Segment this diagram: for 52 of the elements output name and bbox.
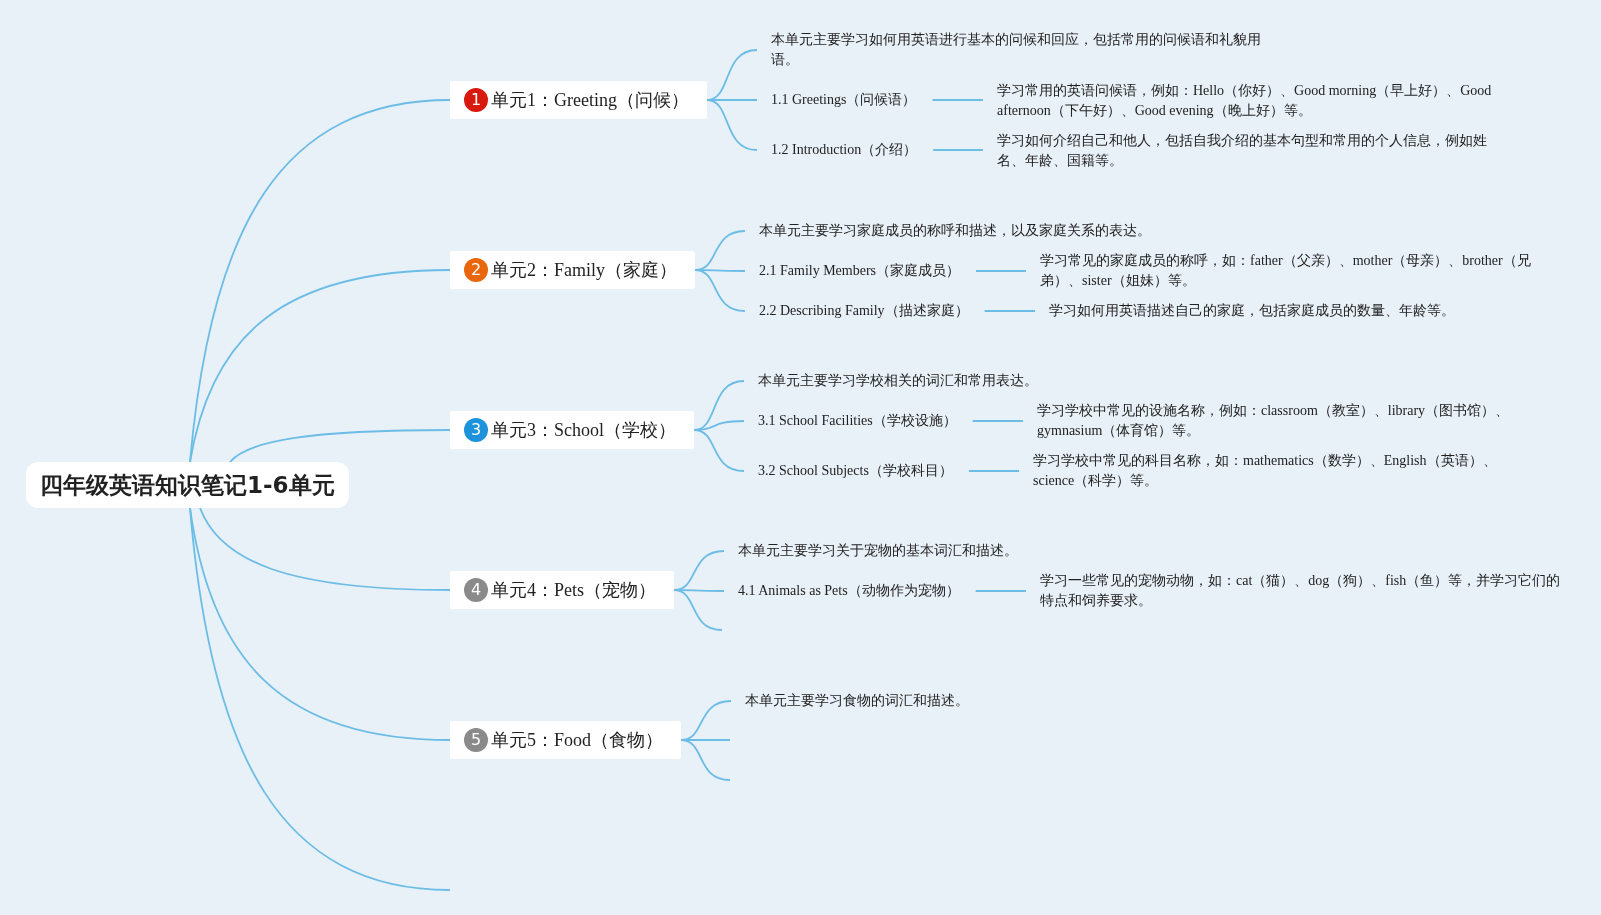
description-text: 本单元主要学习学校相关的词汇和常用表达。: [744, 371, 1238, 391]
detail-text: 学习如何用英语描述自己的家庭，包括家庭成员的数量、年龄等。: [1035, 301, 1519, 321]
subtopic-label: 1.1 Greetings（问候语）: [757, 90, 933, 110]
detail-text: 学习常见的家庭成员的称呼，如：father（父亲）、mother（母亲）、brother（兄弟）、sister（姐妹）等。: [1026, 251, 1560, 291]
topic-box: [450, 411, 694, 449]
connector-line: [931, 99, 984, 101]
detail-text: 学习学校中常见的科目名称，如：mathematics（数学）、English（英语）、science（科学）等。: [1019, 451, 1508, 491]
number-badge: 5: [464, 728, 488, 752]
subtopic-label: 3.2 School Subjects（学校科目）: [744, 461, 969, 481]
description-text: 本单元主要学习关于宠物的基本词汇和描述。: [724, 541, 1218, 561]
topic-title: 单元5：Food（食物）: [491, 729, 663, 752]
detail-text: 学习学校中常见的设施名称，例如：classroom（教室）、library（图书馆）、gymnasium（体育馆）等。: [1023, 401, 1527, 441]
description-text: 本单元主要学习家庭成员的称呼和描述，以及家庭关系的表达。: [745, 221, 1279, 241]
connector-line: [706, 99, 758, 151]
detail-text: 学习如何介绍自己和他人，包括自我介绍的基本句型和常用的个人信息，例如姓名、年龄、国籍等。: [983, 131, 1502, 171]
topic-box: [450, 571, 674, 609]
detail-text: 学习常用的英语问候语，例如：Hello（你好）、Good morning（早上好）、Good afternoon（下午好）、Good evening（晚上好）等。: [983, 81, 1517, 121]
subtopic-label: 1.2 Introduction（介绍）: [757, 140, 934, 160]
number-badge: 4: [464, 578, 488, 602]
connector-line: [932, 149, 984, 151]
subtopic-label: 4.1 Animals as Pets（动物作为宠物）: [724, 581, 976, 601]
topic-box: [450, 251, 695, 289]
connector-line: [694, 269, 746, 312]
description-text: 本单元主要学习如何用英语进行基本的问候和回应，包括常用的问候语和礼貌用语。: [757, 30, 1281, 70]
connector-line: [673, 589, 723, 631]
subtopic-label: 2.2 Describing Family（描述家庭）: [745, 301, 985, 321]
root-topic-box: 四年级英语知识笔记1-6单元: [26, 462, 349, 508]
topic-title: 单元3：School（学校）: [491, 419, 676, 442]
topic-title: 单元4：Pets（宠物）: [491, 579, 656, 602]
connector-line: [983, 310, 1036, 312]
connector-line: [189, 99, 451, 463]
connector-line: [229, 429, 451, 463]
number-badge: 3: [464, 418, 488, 442]
subtopic-label: 3.1 School Facilities（学校设施）: [744, 411, 973, 431]
topic-title: 单元2：Family（家庭）: [491, 259, 677, 282]
connector-line: [975, 270, 1027, 272]
connector-line: [693, 429, 745, 472]
topic-box: [450, 81, 707, 119]
connector-line: [189, 507, 451, 891]
connector-line: [199, 507, 451, 591]
subtopic-label: 2.1 Family Members（家庭成员）: [745, 261, 977, 281]
description-text: 本单元主要学习食物的词汇和描述。: [731, 691, 1225, 711]
number-badge: 1: [464, 88, 488, 112]
connector-line: [680, 739, 731, 781]
topic-box: [450, 721, 681, 759]
topic-title: 单元1：Greeting（问候）: [491, 89, 689, 112]
connector-line: [974, 590, 1027, 592]
number-badge: 2: [464, 258, 488, 282]
connector-line: [971, 420, 1024, 422]
detail-text: 学习一些常见的宠物动物，如：cat（猫）、dog（狗）、fish（鱼）等，并学习它们的特点和饲养要求。: [1026, 571, 1565, 611]
connector-line: [189, 269, 451, 463]
connector-line: [967, 470, 1020, 472]
